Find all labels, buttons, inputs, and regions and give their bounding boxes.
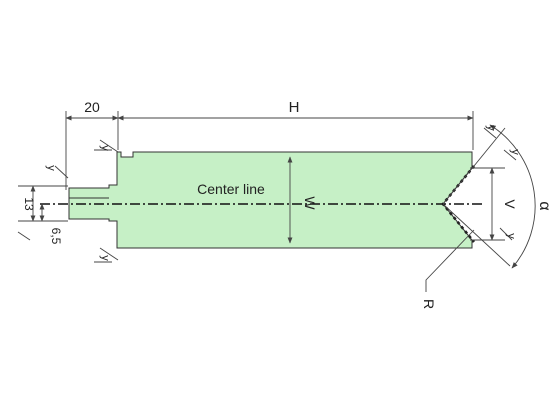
radius-leader bbox=[425, 229, 475, 292]
tol-label-bottom-left: y bbox=[99, 255, 111, 261]
tol-mark-right-mid bbox=[503, 149, 517, 161]
tol-label-tang: y bbox=[45, 165, 57, 171]
tol-mark-left-lower bbox=[17, 231, 31, 241]
die-body bbox=[68, 151, 473, 249]
tol-mark-top-left bbox=[99, 139, 119, 153]
label-W: W bbox=[302, 196, 318, 210]
tol-label-right-top: y bbox=[485, 125, 497, 131]
angle-ray-top bbox=[442, 127, 506, 205]
label-13: 13 bbox=[22, 197, 36, 211]
label-alpha: α bbox=[536, 201, 553, 210]
tol-mark-tang bbox=[54, 165, 69, 179]
angle-alpha-arc bbox=[489, 124, 536, 269]
angle-ray-bottom bbox=[442, 203, 511, 267]
label-6-5: 6,5 bbox=[49, 228, 63, 245]
tol-label-right-bottom: y bbox=[505, 233, 517, 239]
tol-mark-right-top bbox=[483, 127, 497, 139]
tol-mark-bottom-left bbox=[99, 247, 119, 261]
label-V: V bbox=[502, 199, 518, 209]
tol-label-top-left: y bbox=[99, 145, 111, 151]
label-20: 20 bbox=[84, 99, 100, 115]
label-R: R bbox=[421, 299, 437, 309]
tol-mark-right-bottom bbox=[499, 227, 513, 241]
label-center-line: Center line bbox=[197, 181, 265, 197]
label-H: H bbox=[289, 99, 300, 116]
tol-label-right-mid: y bbox=[509, 149, 521, 155]
